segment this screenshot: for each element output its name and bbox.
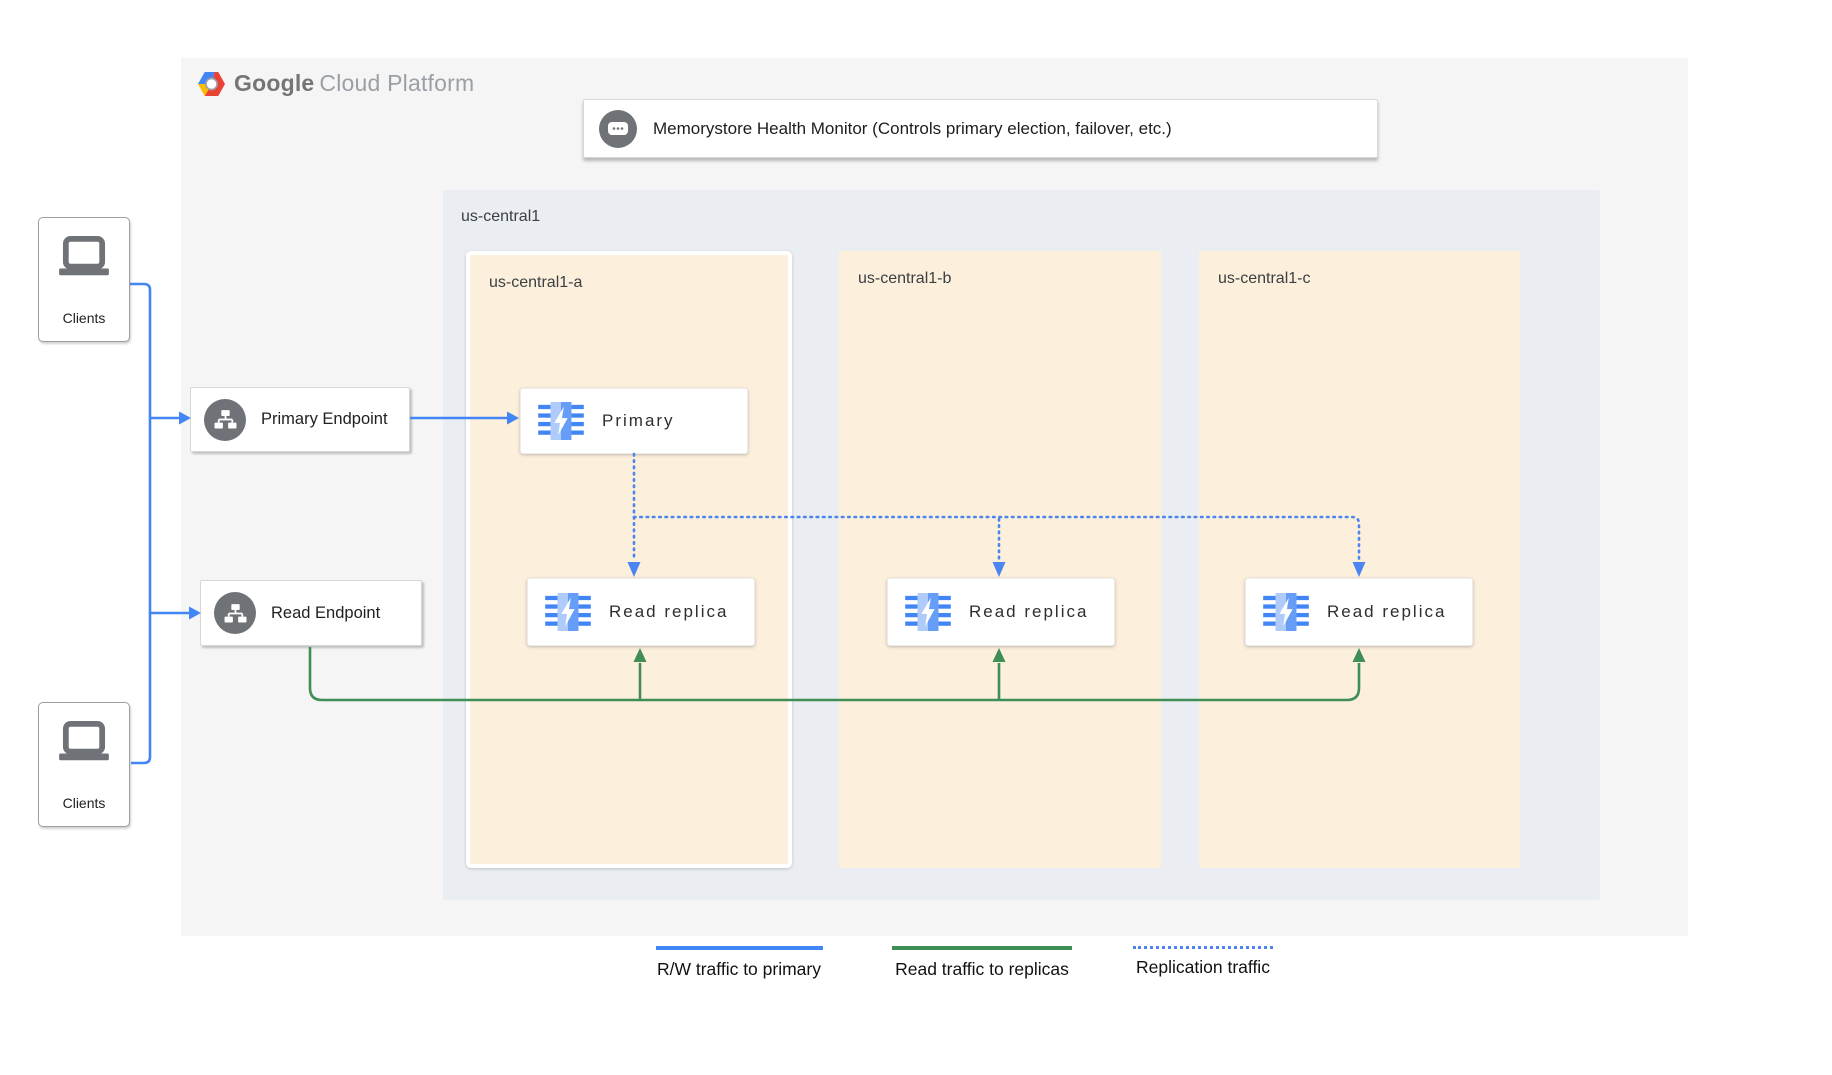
primary-node: Primary (520, 388, 748, 454)
legend-item-read-traffic: Read traffic to replicas (878, 946, 1086, 980)
health-monitor-label: Memorystore Health Monitor (Controls pri… (653, 118, 1172, 138)
rw-traffic-line-swatch (655, 946, 823, 950)
network-endpoint-icon (214, 592, 256, 634)
clients-label: Clients (62, 310, 106, 326)
memorystore-icon (905, 593, 951, 631)
clients-card-top: Clients (38, 217, 130, 342)
zone-us-central1-c: us-central1-c (1199, 251, 1520, 868)
endpoint-label: Primary Endpoint (261, 410, 388, 428)
legend-label: R/W traffic to primary (656, 959, 821, 979)
endpoint-label: Read Endpoint (271, 603, 381, 622)
legend-label: Read traffic to replicas (895, 959, 1069, 979)
endpoint-read: Read Endpoint (200, 580, 422, 646)
zone-us-central1-b: us-central1-b (839, 251, 1161, 868)
chat-dots-icon (599, 109, 637, 148)
region-label: us-central1 (461, 208, 541, 225)
legend-item-rw-traffic: R/W traffic to primary (639, 946, 839, 980)
health-monitor-card: Memorystore Health Monitor (Controls pri… (583, 99, 1378, 158)
clients-label: Clients (62, 795, 106, 811)
legend-label: Replication traffic (1136, 957, 1270, 977)
memorystore-icon (538, 402, 584, 440)
legend-item-replication-traffic: Replication traffic (1108, 946, 1298, 978)
memorystore-icon (1263, 593, 1309, 631)
primary-label: Primary (602, 411, 675, 430)
zone-c-label: us-central1-c (1218, 270, 1311, 287)
zone-a-label: us-central1-a (489, 274, 583, 291)
read-replica-label: Read replica (609, 602, 729, 621)
read-replica-label: Read replica (1327, 602, 1447, 621)
read-replica-node-c: Read replica (1245, 578, 1473, 646)
laptop-icon (59, 236, 109, 276)
clients-card-bottom: Clients (38, 702, 130, 827)
zone-b-label: us-central1-b (858, 270, 952, 287)
read-traffic-line-swatch (892, 946, 1072, 950)
zone-us-central1-a: us-central1-a (466, 251, 792, 868)
network-endpoint-icon (204, 398, 246, 441)
endpoint-primary: Primary Endpoint (190, 387, 410, 452)
gcp-logo-google: Google (234, 70, 315, 96)
read-replica-node-a: Read replica (527, 578, 755, 646)
read-replica-node-b: Read replica (887, 578, 1115, 646)
replication-traffic-line-swatch (1133, 946, 1273, 949)
gcp-logo-cloud-platform: Cloud Platform (319, 70, 475, 96)
laptop-icon (59, 721, 109, 761)
gcp-hexagon-icon (198, 71, 225, 96)
read-replica-label: Read replica (969, 602, 1089, 621)
memorystore-icon (545, 593, 591, 631)
